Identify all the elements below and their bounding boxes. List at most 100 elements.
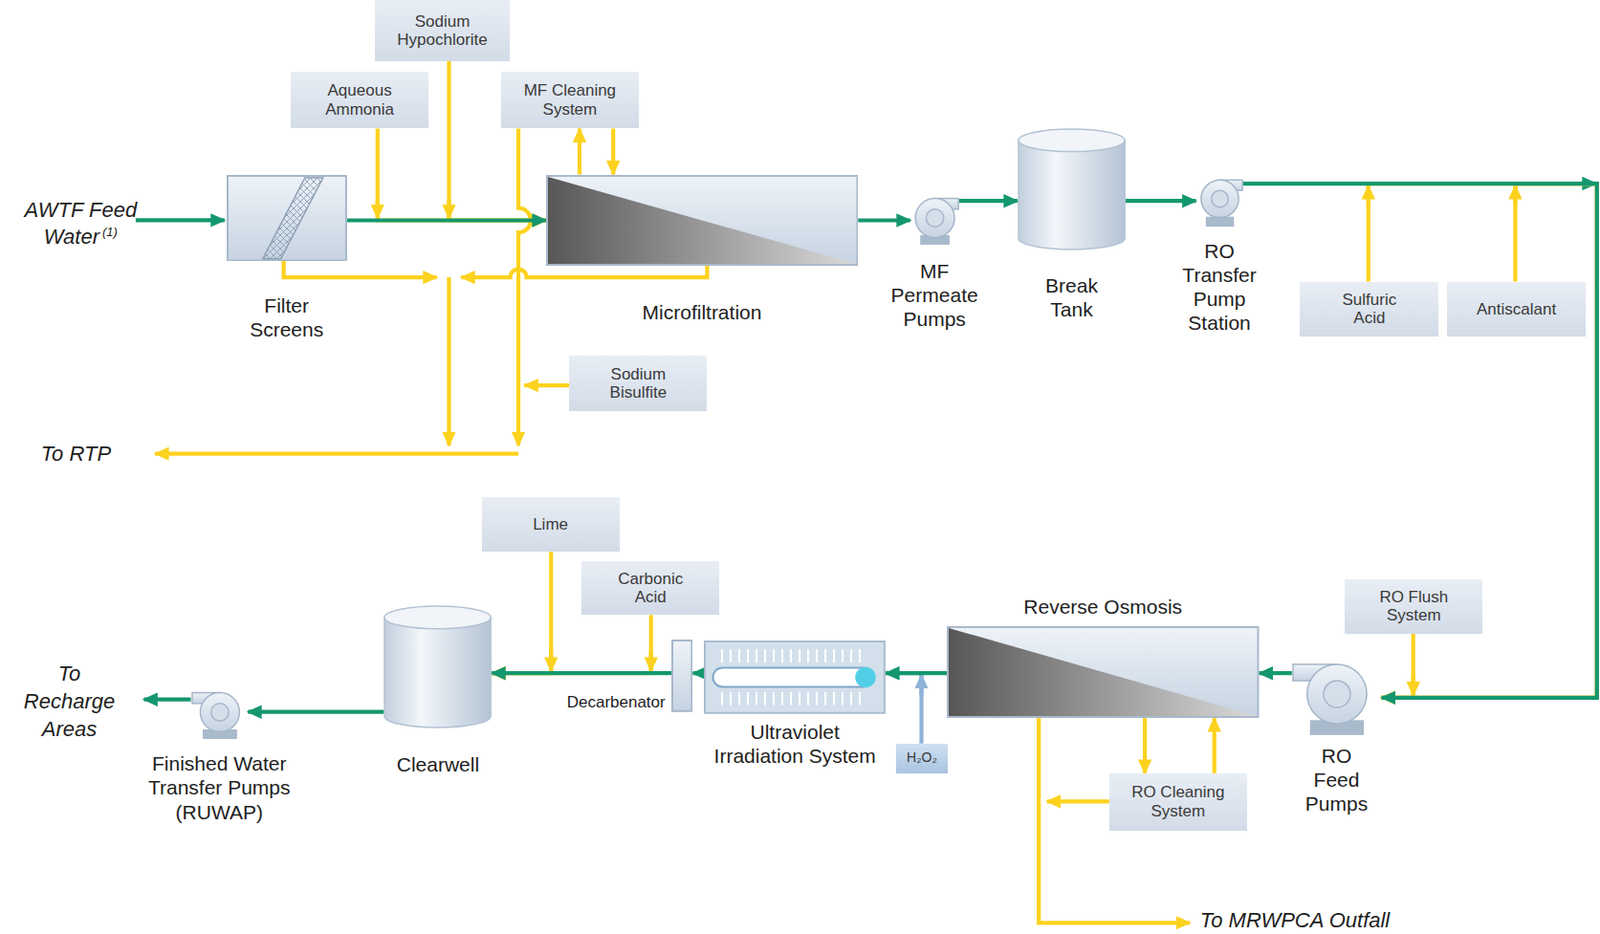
symbol-part: [1018, 140, 1125, 250]
chemical-feed-box: Carbonic Acid: [581, 561, 720, 616]
membrane-unit: Reverse Osmosis: [946, 626, 1260, 719]
symbol-part: [672, 640, 692, 712]
waste-line: [154, 452, 519, 457]
waste-line: [284, 261, 438, 278]
chemical-line: [1381, 634, 1414, 699]
process-flow-line: [959, 198, 1018, 203]
pump-symbol: [1292, 660, 1382, 736]
flow-label: To RTP: [41, 440, 111, 469]
symbol-part: [746, 692, 749, 706]
chemical-name: RO Flush System: [1367, 588, 1460, 625]
unit-label: Microfiltration: [642, 300, 763, 325]
symbol-part: [807, 649, 810, 663]
chemical-line: [577, 129, 582, 176]
symbol-part: [824, 692, 827, 706]
peroxide-line: [885, 673, 921, 745]
uv-symbol: [703, 640, 886, 715]
unit-label: Filter Screens: [235, 293, 338, 342]
symbol-part: [858, 692, 861, 706]
chemical-feed-box: Sulfuric Acid: [1299, 282, 1439, 338]
symbol-part: [815, 692, 818, 706]
symbol-part: [713, 668, 874, 688]
symbol-part: [807, 692, 810, 706]
process-flow-line: [1259, 671, 1293, 676]
feed-line: [135, 218, 225, 222]
symbol-part: [1323, 680, 1351, 708]
process-flow-line: [857, 218, 910, 222]
chemical-line: [1368, 183, 1598, 699]
process-flow-line: [247, 710, 384, 715]
chemical-feed-box: MF Cleaning System: [501, 71, 639, 130]
pump-symbol: [910, 196, 960, 245]
unit-label: Finished Water Transfer Pumps (RUWAP): [137, 751, 302, 825]
pump-unit: RO Transfer Pump Station: [1196, 175, 1244, 227]
unit-label: MF Permeate Pumps: [883, 259, 987, 332]
chemical-name: Sulfuric Acid: [1328, 290, 1410, 328]
waste-line: [460, 264, 707, 278]
unit-label: Reverse Osmosis: [1023, 594, 1183, 619]
tank-unit: Break Tank: [1017, 128, 1126, 251]
symbol-part: [1293, 664, 1367, 736]
symbol-part: [721, 692, 724, 706]
symbol-part: [1200, 179, 1238, 218]
symbol-part: [755, 692, 758, 706]
chemical-line: [1212, 718, 1217, 774]
symbol-part: [832, 649, 835, 663]
symbol-part: [781, 649, 784, 663]
symbol-part: [781, 692, 784, 706]
symbol-part: [772, 692, 775, 706]
symbol-part: [263, 176, 324, 259]
chemical-line: [377, 129, 547, 221]
tank-symbol: [383, 605, 492, 729]
symbol-part: [384, 617, 491, 728]
symbol-part: [798, 649, 801, 663]
process-flow-line: [1243, 183, 1598, 699]
unit-label: RO Transfer Pump Station: [1173, 239, 1266, 336]
flow-label: To MRWPCA Outfall: [1200, 907, 1390, 934]
chemical-name: Lime: [532, 515, 569, 534]
chemical-feed-box: Lime: [482, 497, 620, 553]
symbol-part: [947, 627, 1259, 718]
symbol-part: [547, 176, 857, 264]
chemical-name: Aqueous Ammonia: [295, 81, 424, 118]
flow-label: To Recharge Areas: [18, 660, 121, 744]
symbol-part: [738, 649, 741, 663]
process-flow-line: [885, 671, 947, 676]
chemical-name: Sodium Bisulfite: [597, 365, 680, 402]
unit-label: Break Tank: [1030, 273, 1113, 322]
symbol-part: [832, 692, 835, 706]
chemical-feed-box: RO Cleaning System: [1109, 773, 1248, 832]
flow-label: (1): [102, 224, 118, 240]
symbol-part: [925, 209, 943, 227]
unit-label: Decarbenator: [567, 693, 666, 713]
membrane-symbol: [946, 626, 1260, 719]
product-line: [143, 698, 191, 702]
symbol-part: [746, 649, 749, 663]
symbol-part: [841, 649, 844, 663]
chemical-line: [491, 551, 551, 674]
process-flow-line: [1125, 198, 1197, 203]
chemical-feed-box: RO Flush System: [1344, 579, 1483, 635]
tank-unit: Clearwell: [383, 605, 492, 729]
unit-label: Ultraviolet Irradiation System: [702, 720, 887, 768]
process-flow-line: [347, 218, 547, 222]
chemical-name: Antiscalant: [1476, 300, 1557, 319]
chemical-feed-box: Aqueous Ammonia: [290, 71, 429, 130]
chemical-feed-box: Sodium Hypochlorite: [374, 0, 511, 62]
waste-line: [446, 277, 451, 446]
symbol-part: [764, 692, 767, 706]
decarb-symbol: [671, 639, 693, 713]
waste-line: [518, 128, 531, 446]
symbol-part: [210, 703, 228, 722]
chemical-line: [491, 614, 651, 674]
symbol-part: [227, 175, 347, 261]
flow-label: AWTF Feed Water(1): [3, 197, 157, 252]
symbol-part: [384, 606, 491, 630]
symbol-part: [858, 649, 861, 663]
symbol-part: [789, 649, 792, 663]
chemical-line: [524, 383, 570, 388]
symbol-part: [738, 692, 741, 706]
pump-unit: MF Permeate Pumps: [910, 196, 960, 245]
unit-label: RO Feed Pumps: [1301, 744, 1372, 817]
symbol-part: [772, 649, 775, 663]
